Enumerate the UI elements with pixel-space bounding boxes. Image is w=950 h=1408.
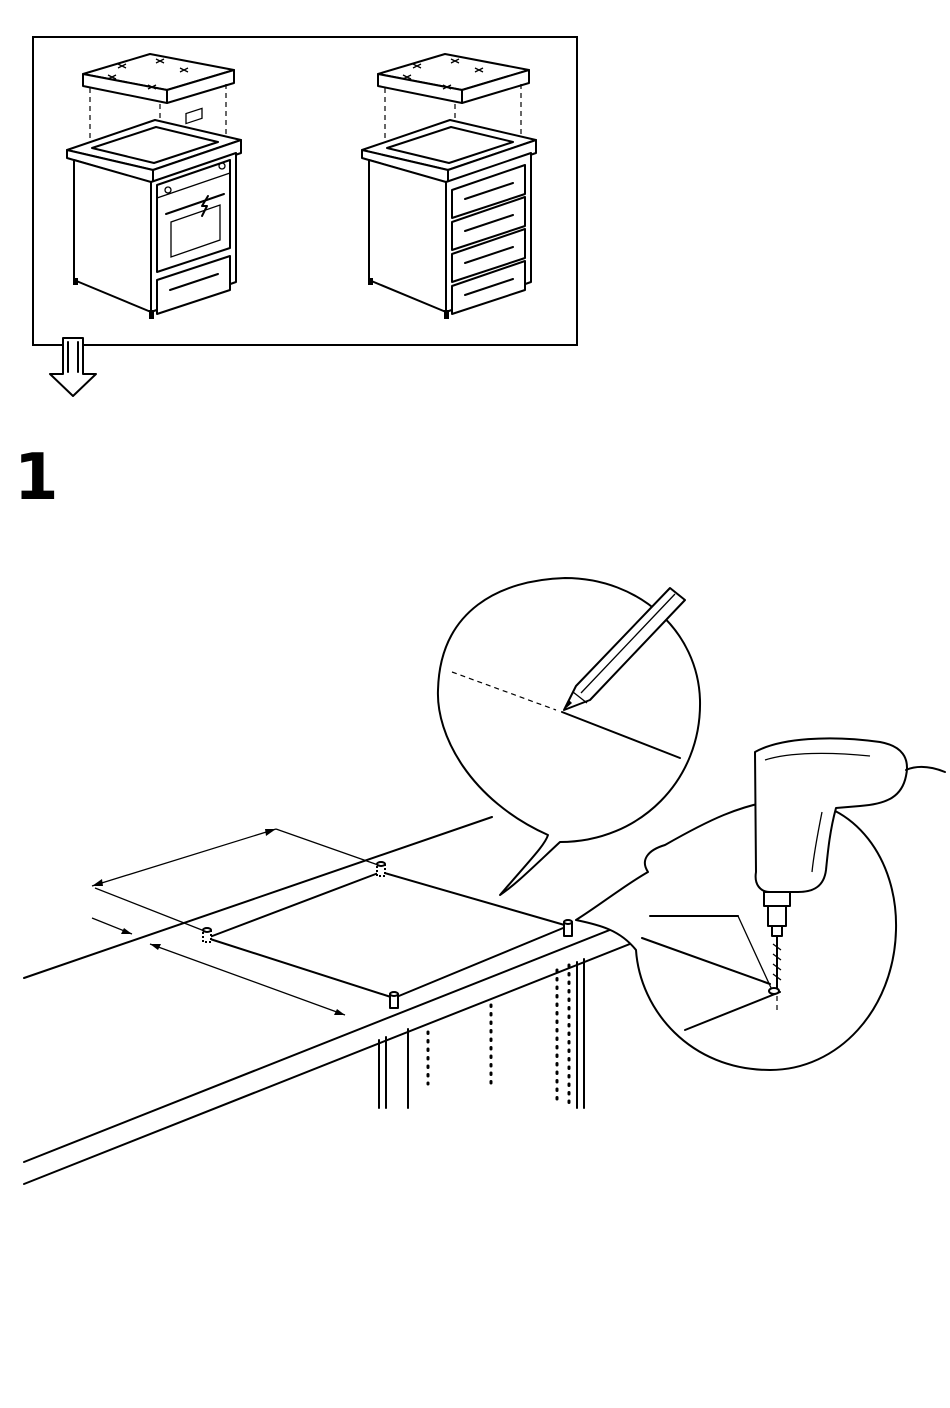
countertop <box>24 817 640 1184</box>
dimension-lines <box>92 829 381 1015</box>
cooktop-right <box>378 54 529 103</box>
cutout-outline <box>207 872 568 998</box>
cooktop-left <box>83 54 234 103</box>
corner-pegs <box>203 862 572 1008</box>
down-arrow-icon <box>50 338 96 396</box>
cabinet-with-oven <box>67 54 241 319</box>
cabinet-with-drawers <box>362 54 536 319</box>
step-number: 1 <box>14 446 59 510</box>
